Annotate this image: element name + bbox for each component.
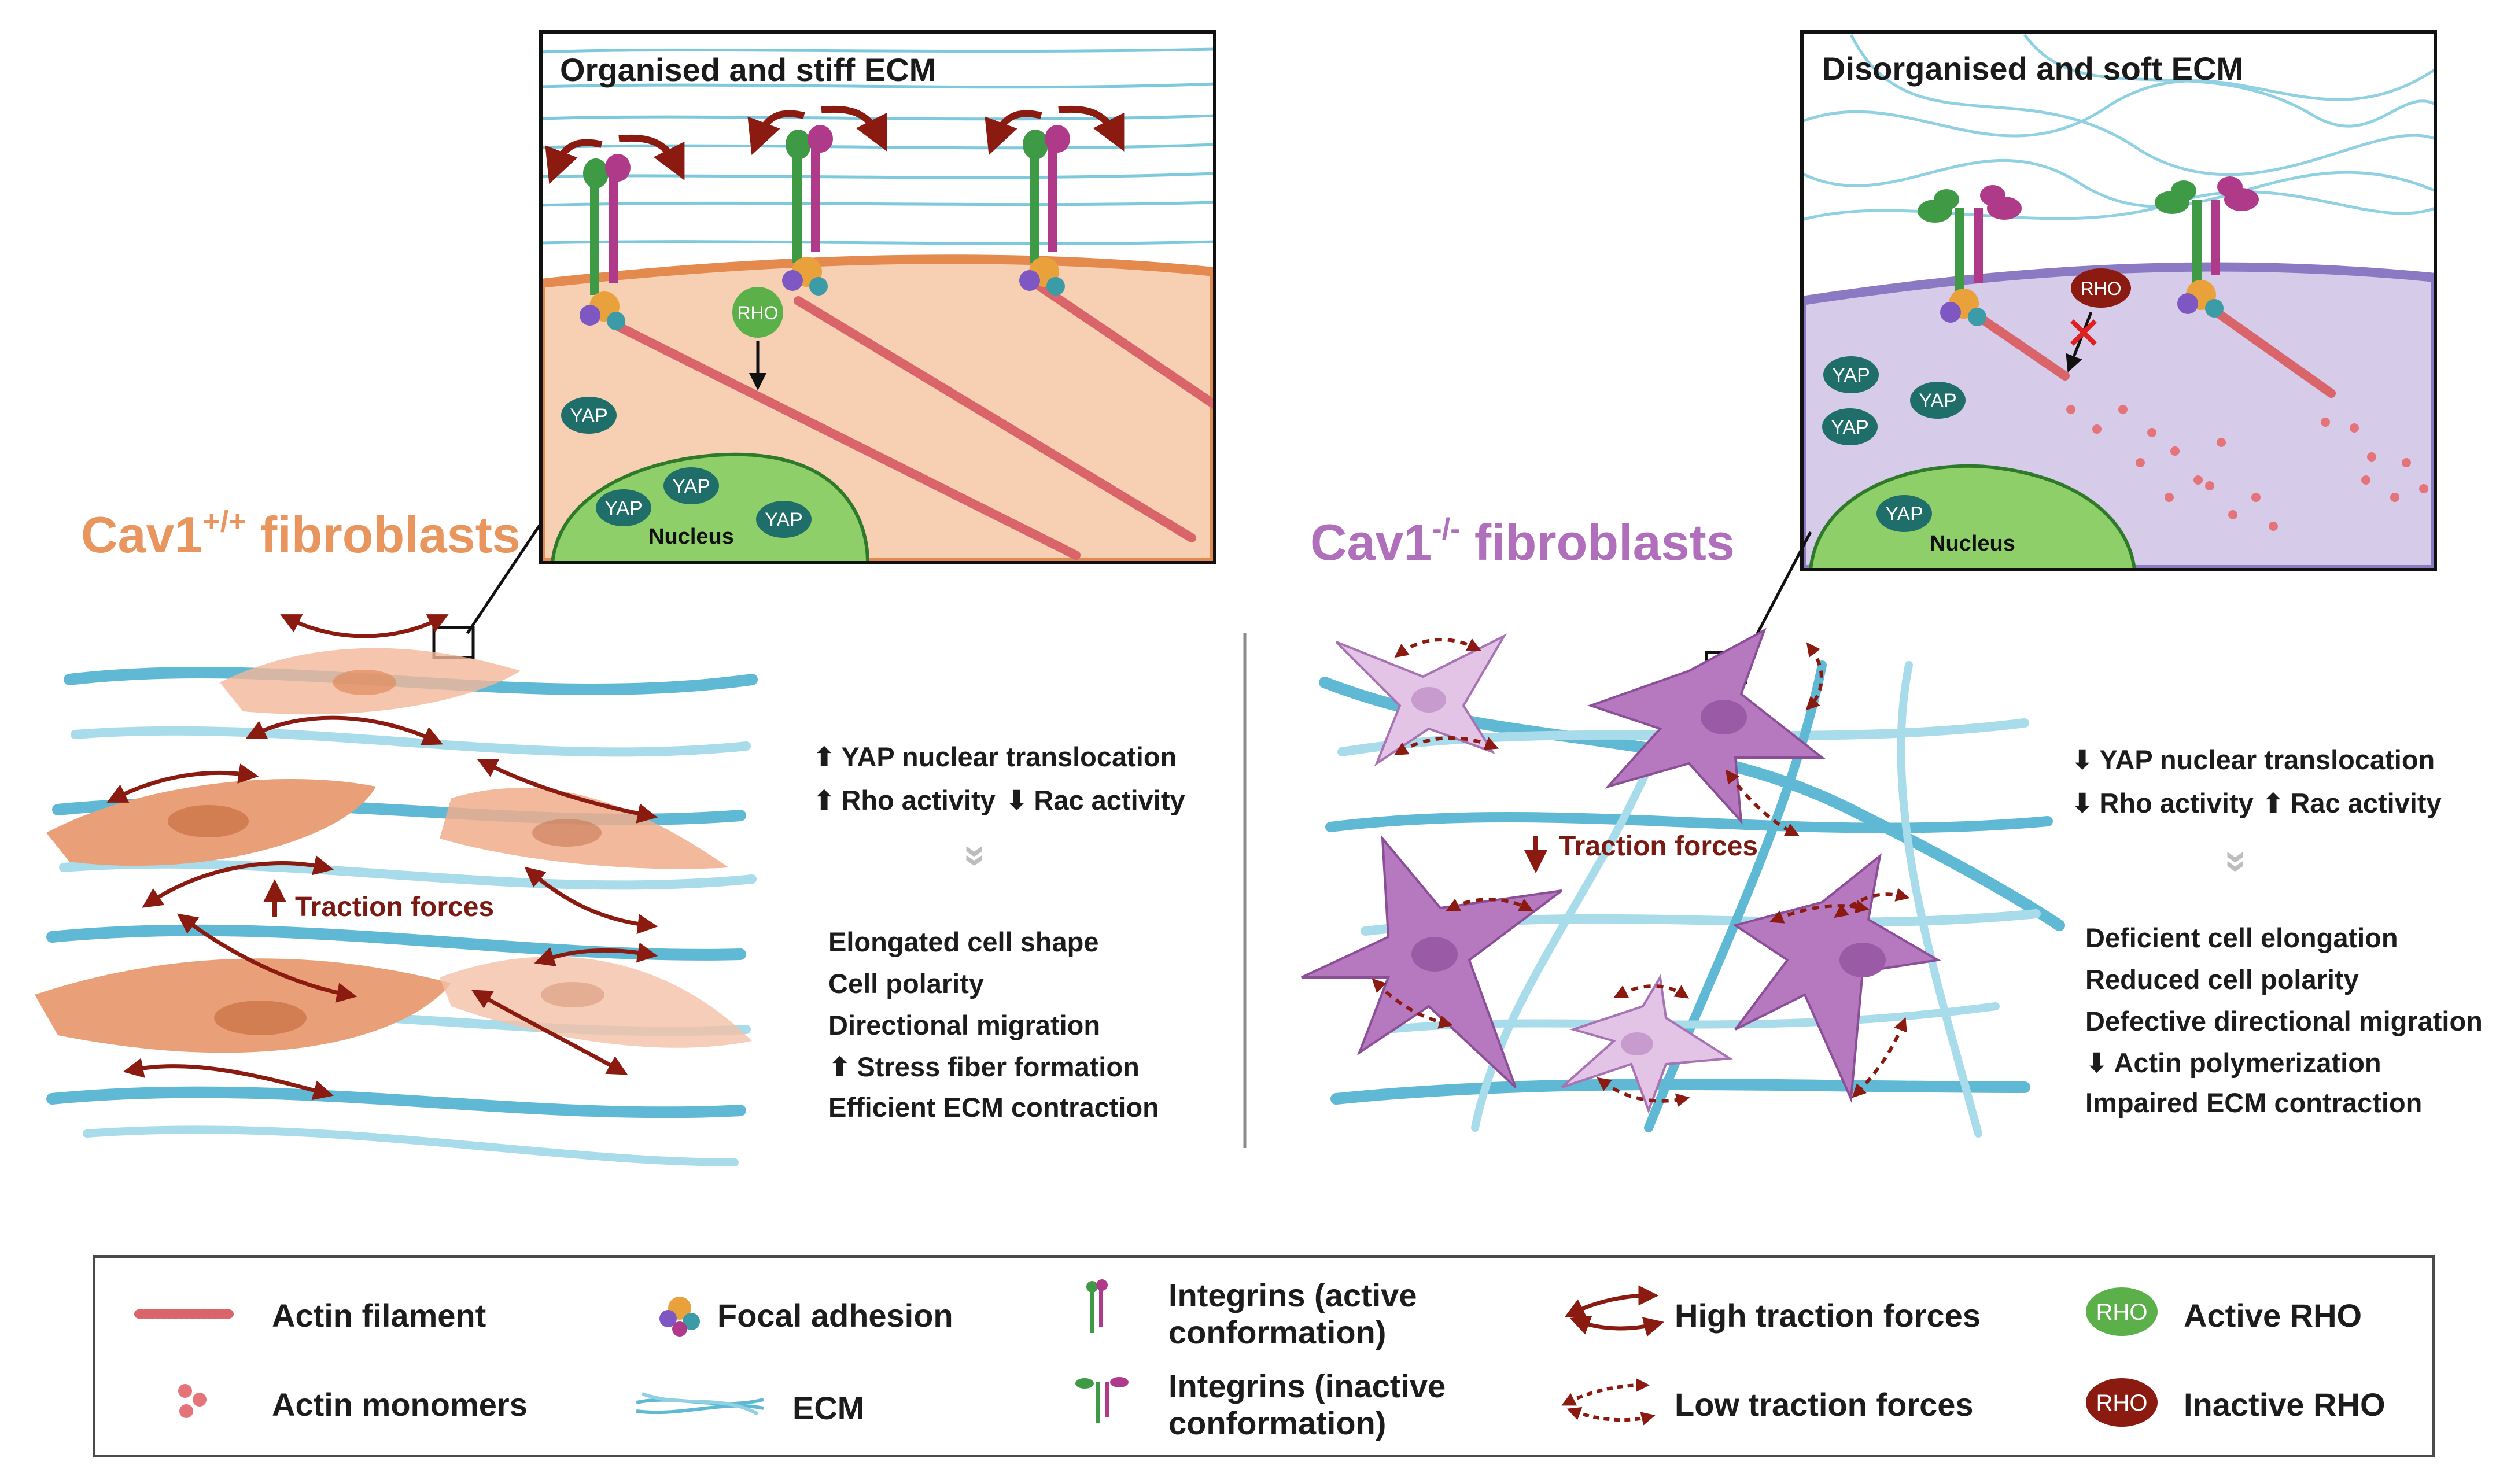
outcome-left: Elongated cell shape xyxy=(828,926,1099,957)
outcome-right: Impaired ECM contraction xyxy=(2085,1087,2423,1118)
svg-text:RHO: RHO xyxy=(2096,1390,2148,1416)
outcome-left: Efficient ECM contraction xyxy=(828,1092,1159,1123)
active-rho xyxy=(732,287,783,338)
effect-yap-left: YAP nuclear translocation xyxy=(813,743,1177,770)
effect-rho-left: Rho activity xyxy=(813,787,995,814)
ecm-icon xyxy=(636,1392,764,1416)
blocked-cross xyxy=(2070,319,2097,346)
yap-cytoplasm: YAP xyxy=(561,397,617,434)
effect-rac-right: Rac activity xyxy=(2262,789,2441,817)
legend-high-traction: High traction forces xyxy=(1675,1297,1981,1334)
nucleus-label: Nucleus xyxy=(1930,531,2015,556)
legend-low-traction: Low traction forces xyxy=(1675,1386,1974,1423)
svg-text:YAP: YAP xyxy=(1885,503,1923,525)
svg-text:YAP: YAP xyxy=(570,405,608,427)
legend-integrins-inactive: Integrins (inactive conformation) xyxy=(1168,1368,1446,1442)
integrin-active xyxy=(1019,125,1070,296)
active-rho-icon xyxy=(2086,1287,2158,1336)
outcome-left: Cell polarity xyxy=(828,968,985,999)
yap-nuclear: YAP xyxy=(1876,495,1932,532)
ko-fibroblasts xyxy=(1301,627,1941,1114)
legend-icons: RHO RHO xyxy=(134,1279,2158,1427)
legend-actin-monomers: Actin monomers xyxy=(272,1386,528,1423)
svg-text:YAP: YAP xyxy=(1831,416,1869,438)
integrin-inactive xyxy=(1918,185,2022,326)
legend-integrins-active-line1: Integrins (active xyxy=(1168,1277,1417,1313)
legend-actin-filament: Actin filament xyxy=(272,1297,486,1334)
integrin-active xyxy=(782,125,833,296)
focal-adhesion-icon xyxy=(659,1297,700,1337)
low-traction-arrows-right xyxy=(1372,638,1910,1108)
nucleus xyxy=(1808,464,2137,570)
integrin-inactive xyxy=(2155,176,2259,318)
high-traction-icon xyxy=(1564,1285,1664,1337)
legend-integrins-inactive-line2: conformation) xyxy=(1168,1405,1387,1442)
inactive-rho xyxy=(2071,268,2131,308)
svg-text:YAP: YAP xyxy=(604,497,643,519)
yap-nuclear: YAP YAP YAP xyxy=(596,467,812,538)
effect-rho-right: Rho activity xyxy=(2071,789,2253,817)
cell-title-wt: Cav1+/+ fibroblasts xyxy=(81,505,521,563)
legend-active-rho: Active RHO xyxy=(2184,1297,2362,1334)
svg-text:YAP: YAP xyxy=(1832,364,1870,386)
outcome-right: Reduced cell polarity xyxy=(2085,964,2359,995)
legend-inactive-rho: Inactive RHO xyxy=(2184,1386,2386,1423)
left-inset: RHO YAP YAP YAP YAP Nucleus Organised an… xyxy=(539,30,1216,564)
outcome-right: Defective directional migration xyxy=(2085,1006,2483,1036)
outcome-left: Stress fiber formation xyxy=(828,1053,1139,1080)
svg-text:YAP: YAP xyxy=(1919,390,1957,412)
actin-monomers xyxy=(2066,405,2428,531)
actin-monomers-icon xyxy=(178,1384,207,1418)
cell-title-ko: Cav1-/- fibroblasts xyxy=(1310,512,1735,571)
traction-forces-label-left: Traction forces xyxy=(295,892,495,922)
outcome-left: Directional migration xyxy=(828,1010,1101,1040)
integrin-active-icon xyxy=(1086,1279,1108,1333)
nucleus-label: Nucleus xyxy=(648,525,734,549)
effect-rac-left: Rac activity xyxy=(1005,787,1185,814)
high-traction-arrows-left xyxy=(106,614,658,1101)
inset-title-right: Disorganised and soft ECM xyxy=(1822,50,2243,87)
inactive-rho-icon xyxy=(2086,1378,2158,1427)
legend-integrins-inactive-line1: Integrins (inactive xyxy=(1168,1368,1446,1404)
chevron-down-icon: » xyxy=(954,844,1000,867)
outcome-right: Actin polymerization xyxy=(2085,1049,2381,1076)
effect-yap-right: YAP nuclear translocation xyxy=(2071,746,2435,773)
legend-integrins-active: Integrins (active conformation) xyxy=(1168,1277,1417,1352)
integrin-traction-arrows xyxy=(545,105,1125,184)
svg-text:RHO: RHO xyxy=(2096,1300,2148,1325)
right-inset: RHO YAP YAP YAP YAP Nucleus Disorganised… xyxy=(1800,30,2437,571)
svg-text:YAP: YAP xyxy=(765,509,803,531)
outcome-right: Deficient cell elongation xyxy=(2085,922,2398,953)
chevron-down-icon: » xyxy=(2215,850,2261,873)
legend-focal-adhesion: Focal adhesion xyxy=(717,1297,953,1334)
wt-fibroblasts xyxy=(35,648,752,1053)
actin-filaments xyxy=(609,279,1215,560)
legend xyxy=(93,1255,2435,1457)
legend-ecm: ECM xyxy=(792,1390,865,1426)
svg-text:YAP: YAP xyxy=(672,475,710,497)
integrin-inactive-icon xyxy=(1075,1377,1129,1423)
rho-label: RHO xyxy=(737,302,778,323)
yap-cytoplasm: YAP YAP YAP xyxy=(1822,356,1966,445)
traction-forces-label-right: Traction forces xyxy=(1559,831,1758,862)
rho-label: RHO xyxy=(2080,278,2121,299)
inset-ecm-stiff xyxy=(541,47,1215,245)
legend-integrins-active-line2: conformation) xyxy=(1168,1314,1387,1351)
inset-title-left: Organised and stiff ECM xyxy=(560,51,936,88)
integrin-active xyxy=(580,154,631,330)
